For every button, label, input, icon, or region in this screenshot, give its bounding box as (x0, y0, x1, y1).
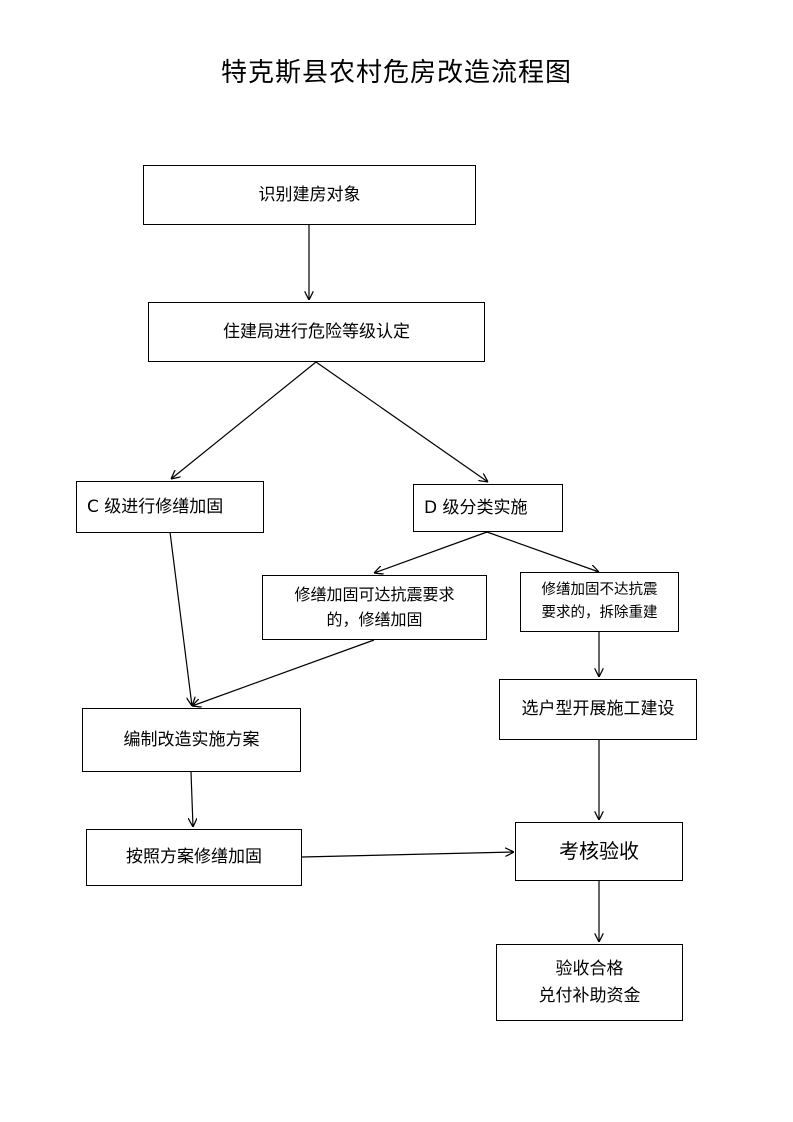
node-d-rebuild-line-2: 要求的，拆除重建 (541, 605, 658, 621)
node-choose-type-label: 选户型开展施工建设 (521, 699, 675, 720)
node-acceptance: 考核验收 (515, 822, 683, 881)
arrow-d-to-repairable (374, 531, 488, 573)
arrow-plan-to-repair (191, 771, 193, 827)
node-d-rebuild: 修缮加固不达抗震 要求的，拆除重建 (520, 572, 679, 632)
node-repair-by-plan-label: 按照方案修缮加固 (126, 847, 262, 868)
arrow-assess-to-d (315, 361, 488, 482)
node-make-plan-label: 编制改造实施方案 (123, 729, 260, 750)
arrow-assess-to-c (171, 361, 317, 479)
node-identify: 识别建房对象 (143, 165, 476, 225)
arrow-d-to-rebuild (486, 531, 599, 572)
node-d-repairable-line-2: 的，修缮加固 (326, 609, 423, 629)
node-repair-by-plan: 按照方案修缮加固 (86, 829, 302, 886)
arrow-c-to-plan (169, 531, 192, 706)
node-d-rebuild-line-1: 修缮加固不达抗震 (541, 581, 658, 598)
node-grade-d-label: D 级分类实施 (424, 497, 528, 518)
node-subsidy-line-2: 兑付补助资金 (538, 985, 641, 1006)
node-assess: 住建局进行危险等级认定 (148, 302, 485, 362)
node-assess-label: 住建局进行危险等级认定 (223, 321, 410, 342)
page-title: 特克斯县农村危房改造流程图 (220, 58, 572, 88)
node-grade-c: C 级进行修缮加固 (76, 481, 264, 533)
node-grade-d: D 级分类实施 (413, 484, 563, 532)
node-acceptance-label: 考核验收 (559, 839, 639, 863)
node-d-repairable-line-1: 修缮加固可达抗震要求 (294, 584, 455, 604)
arrow-repairable-to-plan (192, 639, 375, 706)
node-subsidy-line-1: 验收合格 (555, 959, 624, 980)
node-grade-c-label: C 级进行修缮加固 (87, 496, 224, 517)
arrow-repair-to-acceptance (301, 852, 514, 858)
node-choose-type: 选户型开展施工建设 (499, 679, 697, 740)
node-make-plan: 编制改造实施方案 (82, 708, 301, 772)
node-subsidy: 验收合格 兑付补助资金 (496, 944, 683, 1021)
node-d-repairable: 修缮加固可达抗震要求 的，修缮加固 (262, 575, 487, 640)
node-identify-label: 识别建房对象 (258, 184, 361, 205)
